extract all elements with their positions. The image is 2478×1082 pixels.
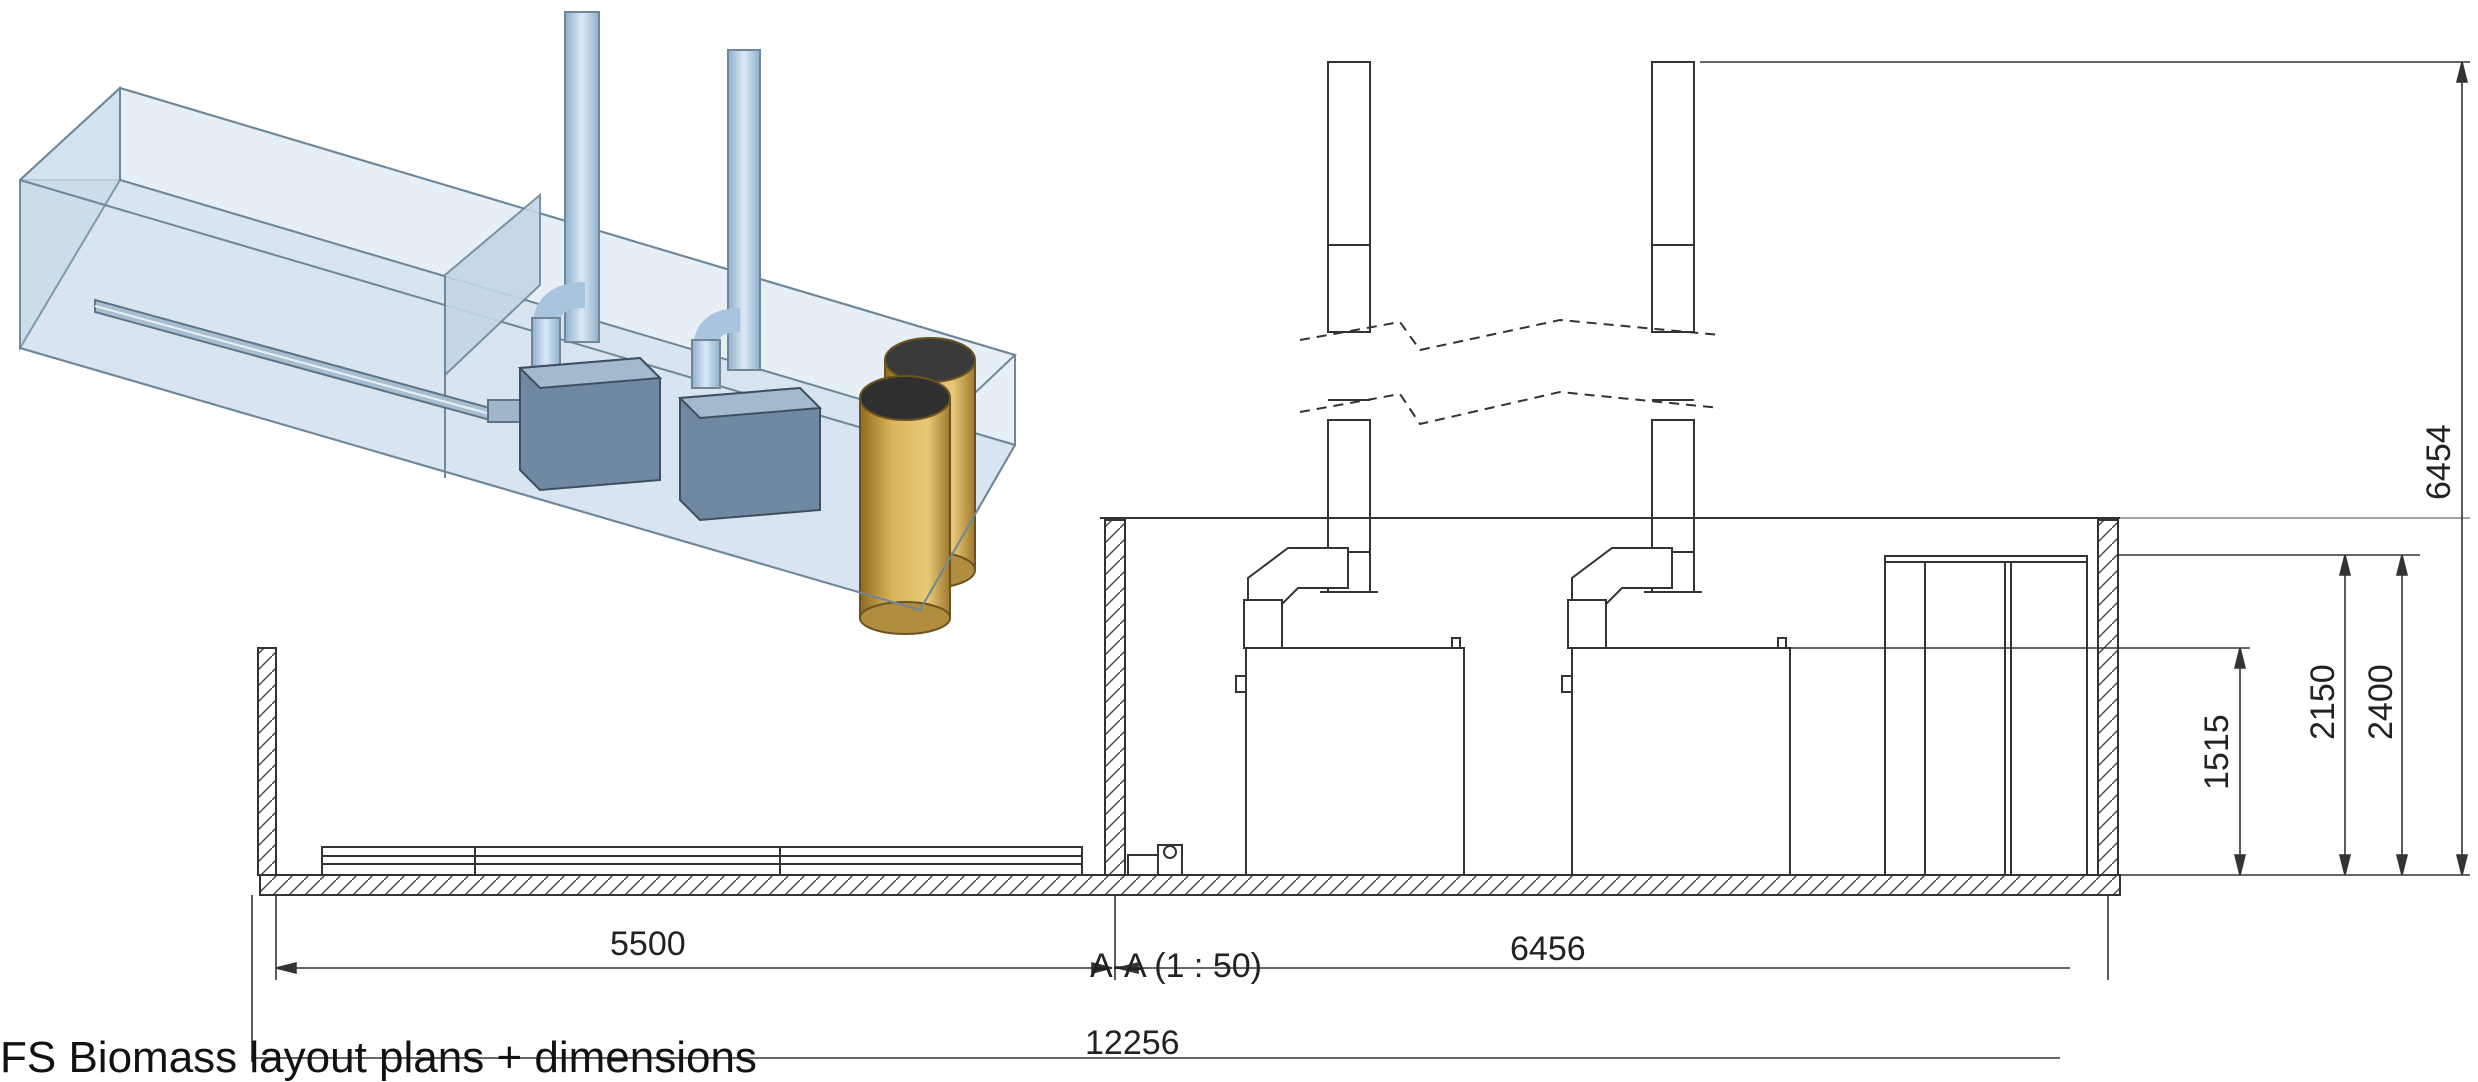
dim-boiler-height: 1515 bbox=[2198, 714, 2236, 790]
dim-store-length: 5500 bbox=[610, 925, 686, 963]
dim-total-length: 12256 bbox=[1085, 1024, 1180, 1062]
floor-slab bbox=[259, 874, 2121, 896]
isometric-view bbox=[19, 11, 1017, 635]
dim-total-height: 6454 bbox=[2420, 424, 2458, 500]
flue-section-2 bbox=[1567, 61, 1702, 649]
auger-conveyor bbox=[94, 298, 521, 423]
dim-tank-height: 2150 bbox=[2304, 664, 2342, 740]
flue-section-1 bbox=[1243, 61, 1378, 649]
partition-wall bbox=[1104, 519, 1126, 876]
boiler-room-right-wall bbox=[2097, 519, 2119, 876]
dim-room-height: 2400 bbox=[2362, 664, 2400, 740]
boiler-section-2 bbox=[1561, 637, 1791, 876]
store-left-wall bbox=[257, 647, 277, 876]
dimension-lines bbox=[251, 61, 2470, 1062]
flue-2 bbox=[691, 49, 761, 389]
section-view bbox=[257, 61, 2121, 896]
boiler-1-3d bbox=[517, 356, 663, 492]
container-front-edge bbox=[19, 347, 1016, 612]
buffer-tank-front bbox=[859, 375, 951, 635]
flue-1 bbox=[531, 11, 600, 369]
section-label: A-A (1 : 50) bbox=[1090, 947, 1262, 985]
dim-boiler-room-length: 6456 bbox=[1510, 930, 1586, 968]
boiler-2-3d bbox=[677, 386, 823, 522]
page-caption: FS Biomass layout plans + dimensions bbox=[0, 1033, 757, 1082]
auger-section bbox=[321, 844, 1183, 876]
flue-break-lines bbox=[1299, 318, 1721, 426]
buffer-tank-section bbox=[1884, 555, 2088, 876]
boiler-section-1 bbox=[1235, 637, 1465, 876]
